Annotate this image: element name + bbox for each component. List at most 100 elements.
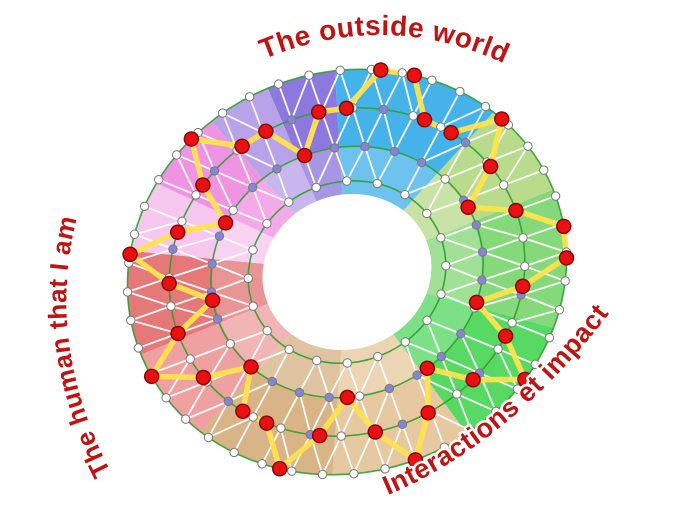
node bbox=[214, 231, 225, 241]
sector-tan bbox=[200, 333, 342, 475]
mesh-edge bbox=[404, 341, 418, 376]
mesh-edge bbox=[130, 319, 179, 335]
red-node bbox=[169, 224, 186, 241]
node bbox=[436, 289, 446, 299]
mesh-edge bbox=[376, 356, 391, 389]
mesh-edge bbox=[358, 356, 379, 397]
mesh-edge bbox=[211, 249, 254, 265]
mesh-edge bbox=[219, 235, 254, 251]
node bbox=[207, 259, 217, 269]
mesh-edge bbox=[388, 388, 404, 425]
mesh-edge bbox=[481, 265, 526, 281]
mesh-edge bbox=[233, 416, 254, 453]
mesh-edge bbox=[426, 320, 443, 357]
node bbox=[217, 108, 228, 118]
red-node bbox=[234, 138, 250, 154]
mesh-edge bbox=[503, 169, 545, 186]
node bbox=[247, 182, 258, 193]
mesh-edge bbox=[416, 374, 458, 395]
node bbox=[466, 426, 477, 436]
node bbox=[441, 260, 451, 271]
red-node bbox=[497, 328, 514, 344]
node bbox=[530, 359, 541, 370]
mesh-edge bbox=[497, 348, 519, 390]
node bbox=[560, 276, 570, 286]
mesh-edge bbox=[511, 321, 550, 339]
node bbox=[191, 190, 201, 200]
mesh-edge bbox=[425, 178, 446, 214]
node bbox=[460, 137, 471, 148]
red-node bbox=[311, 427, 328, 444]
red-node bbox=[468, 294, 485, 311]
node bbox=[491, 406, 501, 417]
red-node bbox=[338, 100, 355, 116]
node bbox=[168, 244, 178, 254]
red-node bbox=[143, 368, 160, 385]
mesh-edge bbox=[440, 236, 483, 253]
node bbox=[400, 189, 410, 200]
node bbox=[312, 355, 322, 366]
mesh-edge bbox=[207, 400, 230, 438]
node bbox=[378, 104, 389, 115]
mesh-edge bbox=[127, 291, 172, 307]
node bbox=[180, 414, 191, 424]
node bbox=[311, 182, 321, 193]
mesh-edge bbox=[340, 395, 361, 437]
red-node bbox=[419, 360, 436, 377]
mesh-edge bbox=[444, 142, 467, 180]
node bbox=[493, 344, 503, 354]
node bbox=[267, 376, 278, 387]
node bbox=[272, 164, 282, 174]
mesh-edge bbox=[252, 381, 274, 418]
mesh-edge bbox=[279, 427, 293, 472]
node bbox=[287, 466, 297, 476]
node bbox=[422, 315, 432, 326]
node bbox=[209, 166, 220, 176]
mesh-edge bbox=[420, 126, 442, 163]
node bbox=[342, 176, 352, 186]
node bbox=[286, 115, 297, 125]
red-node bbox=[258, 123, 274, 140]
red-node bbox=[243, 359, 259, 375]
mesh-edge bbox=[353, 432, 374, 475]
node bbox=[276, 423, 286, 433]
node bbox=[471, 220, 482, 230]
node bbox=[335, 65, 345, 75]
mesh-edge bbox=[481, 279, 522, 296]
label-outside-world-text: The outside world bbox=[252, 7, 516, 71]
mesh-edge bbox=[227, 380, 273, 403]
mesh-edge bbox=[211, 277, 249, 293]
mesh-edge bbox=[271, 348, 290, 382]
red-node bbox=[482, 158, 499, 175]
red-node bbox=[416, 112, 433, 128]
node bbox=[412, 370, 422, 380]
mesh-edge bbox=[444, 161, 488, 180]
mesh-edge bbox=[520, 294, 560, 311]
node bbox=[452, 389, 462, 399]
mesh-edge bbox=[280, 392, 301, 429]
mesh-edge bbox=[252, 186, 290, 203]
mesh-edge bbox=[460, 332, 499, 350]
node bbox=[166, 301, 176, 311]
node bbox=[373, 351, 383, 362]
sector-green2 bbox=[393, 293, 554, 434]
mesh-edge bbox=[376, 151, 396, 184]
mesh-edge bbox=[189, 342, 231, 360]
mesh-edge bbox=[130, 305, 172, 322]
node bbox=[512, 384, 523, 394]
mesh-edge bbox=[421, 141, 467, 164]
mesh-edge bbox=[320, 69, 341, 112]
node bbox=[456, 329, 466, 339]
mesh-edge bbox=[445, 264, 483, 281]
node bbox=[436, 122, 446, 132]
mesh-edge bbox=[482, 251, 526, 268]
mesh-edge bbox=[214, 170, 254, 189]
node bbox=[304, 70, 314, 80]
node bbox=[372, 178, 382, 189]
mesh-edge bbox=[211, 291, 254, 308]
mesh-edge bbox=[298, 360, 318, 393]
node bbox=[133, 343, 144, 353]
red-node bbox=[339, 389, 356, 406]
red-node bbox=[494, 111, 510, 127]
